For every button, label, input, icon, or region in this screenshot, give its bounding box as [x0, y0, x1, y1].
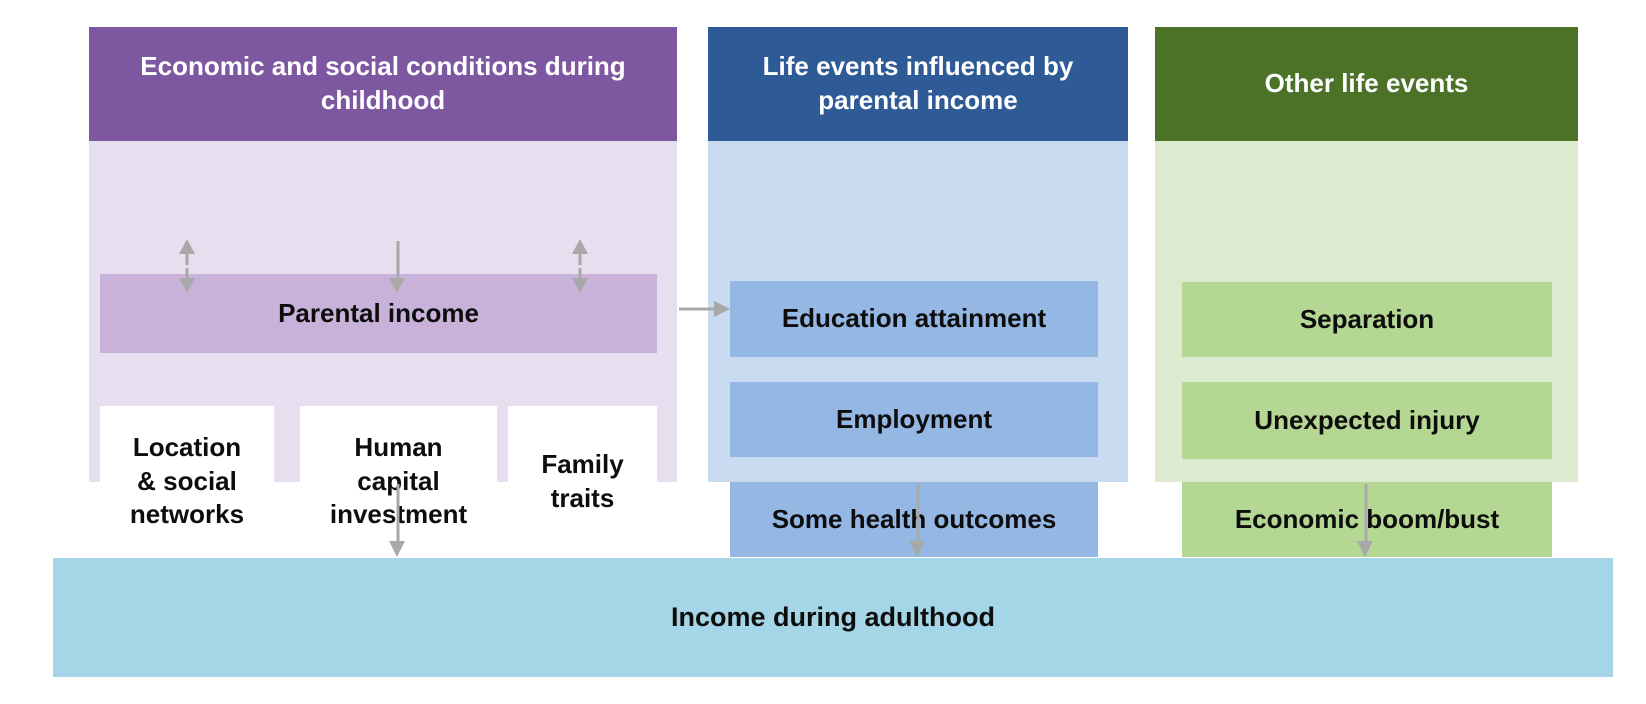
other-life-events-body: Separation Unexpected injury Economic bo…: [1155, 141, 1578, 557]
column-life-events-parental-income: Life events influenced by parental incom…: [708, 27, 1128, 557]
location-social-networks-box: Location & social networks: [100, 406, 274, 557]
column-other-life-events: Other life events Separation Unexpected …: [1155, 27, 1578, 557]
unexpected-injury-box: Unexpected injury: [1182, 382, 1552, 459]
other-life-events-header: Other life events: [1155, 27, 1578, 141]
economic-boom-bust-box: Economic boom/bust: [1182, 482, 1552, 557]
education-attainment-box: Education attainment: [730, 281, 1098, 357]
income-during-adulthood-bar: Income during adulthood: [53, 558, 1613, 677]
employment-box: Employment: [730, 382, 1098, 457]
family-traits-box: Family traits: [508, 406, 657, 557]
life-events-body: Education attainment Employment Some hea…: [708, 141, 1128, 557]
column-childhood-conditions: Economic and social conditions during ch…: [89, 27, 677, 557]
separation-box: Separation: [1182, 282, 1552, 357]
childhood-conditions-body: Parental income Location & social networ…: [89, 141, 677, 557]
parental-income-box: Parental income: [100, 274, 657, 353]
some-health-outcomes-box: Some health outcomes: [730, 482, 1098, 557]
childhood-conditions-header: Economic and social conditions during ch…: [89, 27, 677, 141]
human-capital-investment-box: Human capital investment: [300, 406, 497, 557]
life-events-header: Life events influenced by parental incom…: [708, 27, 1128, 141]
